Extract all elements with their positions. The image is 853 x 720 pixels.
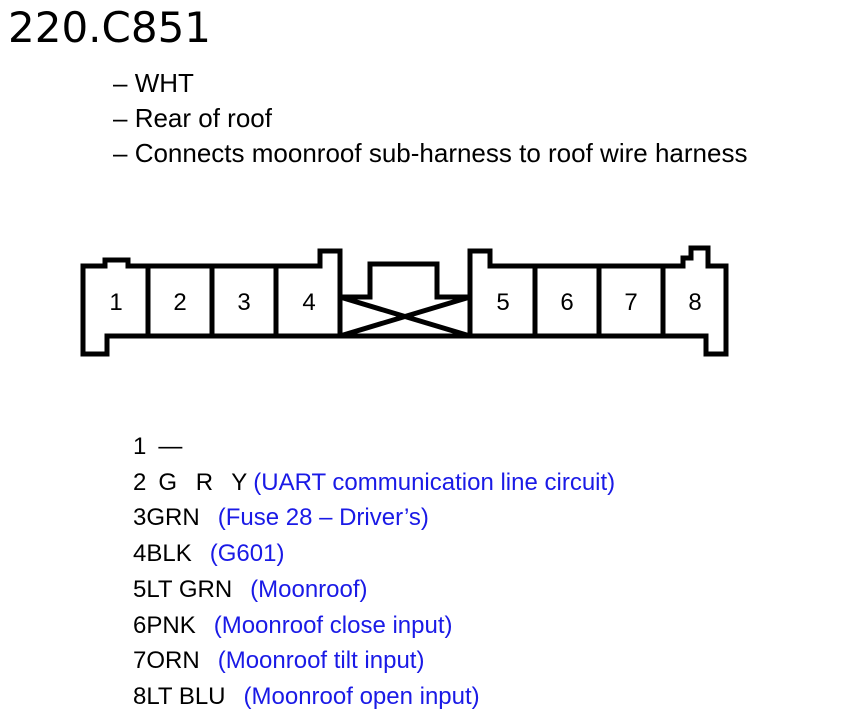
wire-color: LT GRN [146, 575, 233, 603]
pin-number: 2 [133, 468, 147, 496]
wire-function: (Moonroof open input) [243, 682, 480, 710]
pin-number: 4 [133, 540, 147, 568]
wire-function: (G601) [209, 540, 285, 568]
wire-color: ORN [146, 647, 200, 675]
wire-function: (Moonroof close input) [213, 611, 453, 639]
connector-location: Rear of roof [113, 101, 747, 136]
pinout-row: 8LT BLU (Moonroof open input) [133, 679, 615, 715]
pinout-row: 2 G R Y(UART communication line circuit) [133, 465, 615, 501]
wire-function: (Moonroof tilt input) [217, 647, 425, 675]
pin-number: 1 [133, 433, 147, 460]
pin-label-6: 6 [560, 289, 573, 316]
connector-description: Connects moonroof sub-harness to roof wi… [113, 136, 748, 171]
pin-label-8: 8 [688, 289, 701, 316]
wire-function: (UART communication line circuit) [253, 468, 616, 496]
pinout-row: 1— [133, 429, 615, 465]
wire-color: LT BLU [146, 682, 226, 710]
wire-color: GRN [146, 504, 200, 532]
pin-number: 7 [133, 647, 147, 675]
pin-label-1: 1 [109, 289, 122, 316]
pin-label-5: 5 [496, 289, 509, 316]
pin-number: 3 [133, 504, 147, 532]
pinout-row: 6PNK (Moonroof close input) [133, 608, 615, 644]
pinout-row: 7ORN (Moonroof tilt input) [133, 643, 615, 679]
pin-label-2: 2 [173, 289, 186, 316]
wire-color: BLK [146, 540, 192, 568]
pin-label-4: 4 [302, 289, 315, 316]
pin-number: 6 [133, 611, 147, 639]
wire-color: G R Y [158, 468, 254, 496]
connector-housing [80, 245, 729, 357]
pinout-row: 4BLK (G601) [133, 536, 615, 572]
wire-color: — [158, 433, 183, 460]
pin-number: 8 [133, 682, 147, 710]
connector-id: 220.C851 [8, 3, 212, 52]
wire-function: (Moonroof) [250, 575, 368, 603]
connector-face-diagram: 1 2 3 4 5 6 7 8 [80, 245, 729, 357]
pin-number: 5 [133, 575, 147, 603]
wire-function: (Fuse 28 – Driver’s) [217, 504, 429, 532]
pinout-row: 3GRN (Fuse 28 – Driver’s) [133, 500, 615, 536]
connector-details: WHT Rear of roof Connects moonroof sub-h… [113, 66, 748, 171]
pin-label-7: 7 [624, 289, 637, 316]
connector-color: WHT [113, 66, 747, 101]
wire-color: PNK [146, 611, 196, 639]
pinout-row: 5LT GRN (Moonroof) [133, 572, 615, 608]
pin-label-3: 3 [237, 289, 250, 316]
